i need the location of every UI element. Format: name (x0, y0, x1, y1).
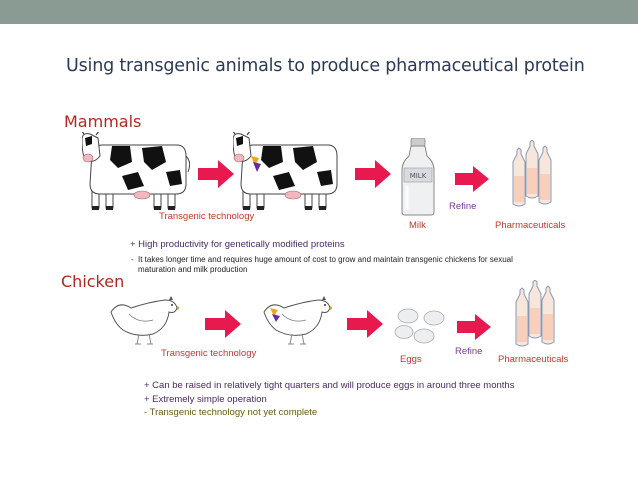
arrow-right-icon (347, 310, 383, 338)
transgenic-chicken-illustration (262, 294, 332, 346)
eggs-icon (394, 306, 450, 346)
transgenic-technology-label: Transgenic technology (159, 211, 255, 222)
milk-label: Milk (409, 220, 426, 231)
pharmaceutical-vials-icon (512, 280, 558, 350)
page-title: Using transgenic animals to produce phar… (66, 56, 585, 76)
chicken-note-1: + Can be raised in relatively tight quar… (144, 380, 515, 391)
mammals-con-note: It takes longer time and requires huge a… (138, 255, 513, 274)
cow-illustration (82, 132, 190, 212)
mammals-pro-note: + High productivity for genetically modi… (130, 239, 345, 250)
milk-bottle-icon: MILK (401, 138, 435, 216)
refine-label: Refine (455, 346, 483, 357)
chicken-notes: + Can be raised in relatively tight quar… (144, 379, 514, 420)
pharmaceutical-vials-icon (509, 140, 555, 210)
arrow-right-icon (455, 166, 489, 192)
eggs-label: Eggs (400, 354, 422, 365)
chicken-illustration (109, 294, 179, 346)
bottle-label: MILK (410, 172, 427, 180)
arrow-right-icon (355, 160, 391, 188)
mammals-con-marker: - (131, 255, 134, 264)
arrow-right-icon (205, 310, 241, 338)
arrow-right-icon (198, 160, 234, 188)
top-bar (0, 0, 638, 24)
transgenic-technology-label: Transgenic technology (161, 348, 257, 359)
chicken-note-3: - Transgenic technology not yet complete (144, 407, 318, 418)
arrow-right-icon (457, 314, 491, 340)
refine-label: Refine (449, 201, 477, 212)
pharmaceuticals-label: Pharmaceuticals (495, 220, 566, 231)
mammals-heading: Mammals (64, 112, 142, 131)
chicken-heading: Chicken (61, 272, 125, 291)
chicken-note-2: + Extremely simple operation (144, 393, 267, 405)
transgenic-cow-illustration (233, 132, 341, 212)
pharmaceuticals-label: Pharmaceuticals (498, 354, 569, 365)
